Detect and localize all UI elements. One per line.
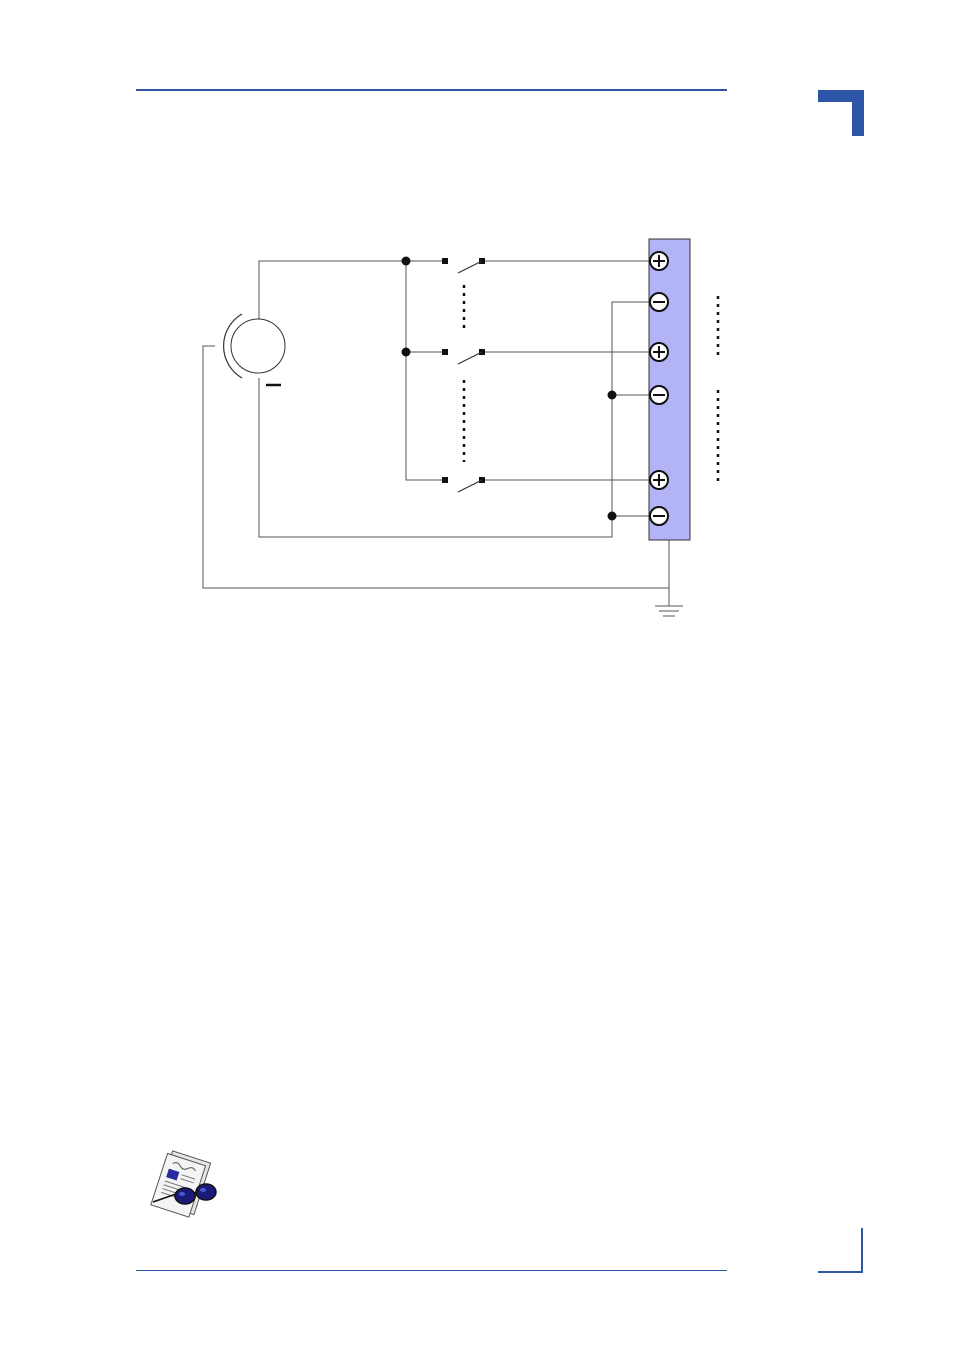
terminal-plus-icon — [650, 252, 668, 270]
terminal-plus-icon — [650, 343, 668, 361]
wire-distribution-bus — [406, 261, 445, 480]
ground-symbol-icon — [655, 606, 683, 616]
note-document-glasses-icon — [143, 1150, 223, 1230]
wire-return-bus — [259, 302, 649, 537]
page-corner-bottom-icon — [816, 1226, 866, 1276]
terminal-minus-icon — [650, 386, 668, 404]
junction-dot-icon — [402, 257, 617, 521]
voltage-source-icon — [224, 314, 285, 385]
terminal-minus-icon — [650, 293, 668, 311]
wiring-diagram — [0, 0, 954, 660]
terminal-minus-icon — [650, 507, 668, 525]
wire-shield — [203, 346, 669, 588]
terminal-plus-icon — [650, 471, 668, 489]
footer-rule — [136, 1270, 727, 1271]
